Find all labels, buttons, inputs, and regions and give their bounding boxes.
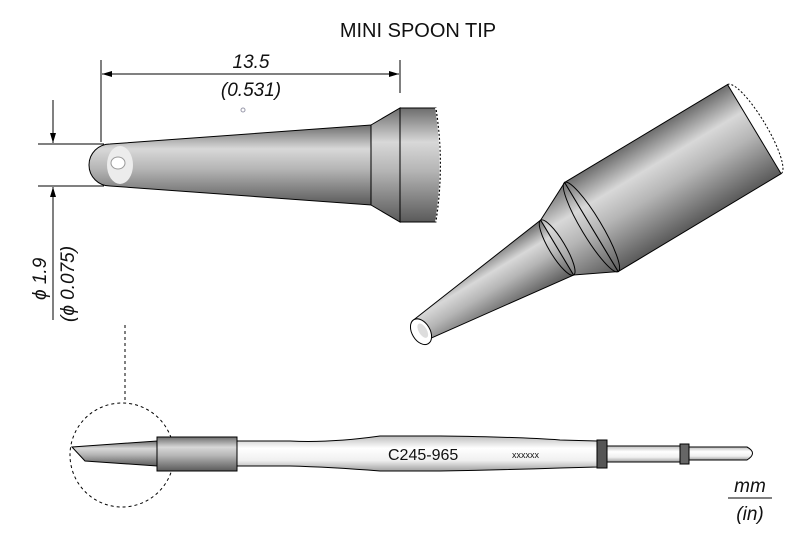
length-mm: 13.5 (233, 52, 270, 73)
units-legend: mm (in) (728, 476, 772, 525)
units-in: (in) (736, 504, 763, 525)
diameter-dimension: ϕ 1.9 (ϕ 0.075) (30, 100, 104, 322)
units-mm: mm (734, 476, 766, 497)
tip-side-view (88, 107, 442, 223)
tip-perspective-view (409, 83, 784, 346)
serial-placeholder: xxxxxx (512, 450, 540, 460)
diameter-mm: ϕ 1.9 (30, 257, 51, 300)
length-in: (0.531) (221, 80, 281, 101)
part-number: C245-965 (388, 447, 458, 464)
cartridge-full-view: C245-965 xxxxxx (69, 325, 753, 508)
diameter-in: (ϕ 0.075) (58, 246, 79, 322)
length-dimension: 13.5 (0.531) (100, 52, 401, 142)
title: MINI SPOON TIP (340, 20, 496, 42)
